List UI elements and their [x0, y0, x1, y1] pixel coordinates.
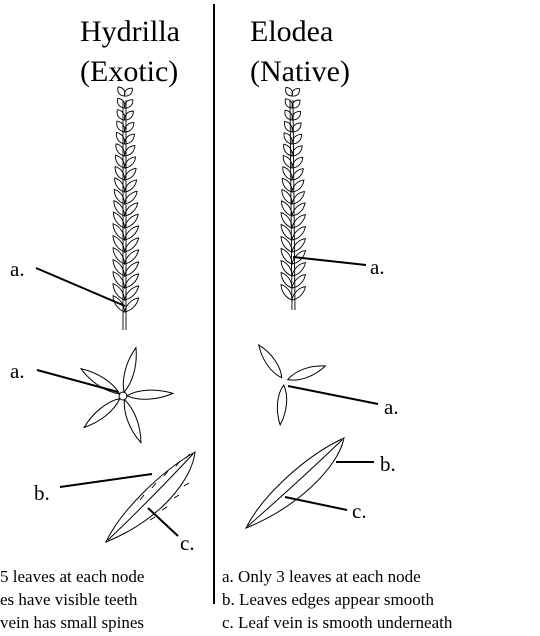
hydrilla-stem-pointer: [36, 268, 125, 306]
hydrilla-whorl-drawing: [79, 347, 174, 445]
hydrilla-title-name: Hydrilla: [80, 14, 180, 50]
elodea-whorl-label: a.: [384, 396, 399, 418]
elodea-leaf-vein-label: c.: [352, 500, 367, 522]
elodea-caption-b: b. Leaves edges appear smooth: [222, 589, 434, 610]
elodea-title-name: Elodea: [250, 14, 333, 50]
elodea-caption-c: c. Leaf vein is smooth underneath: [222, 612, 452, 633]
hydrilla-leaf-drawing: [106, 452, 195, 542]
elodea-whorl-drawing: [255, 342, 327, 425]
elodea-leaf-drawing: [246, 438, 344, 528]
elodea-whorl-pointer: [288, 386, 378, 404]
elodea-title-status: (Native): [250, 54, 350, 90]
elodea-stem-label: a.: [370, 256, 385, 278]
hydrilla-title-status: (Exotic): [80, 54, 178, 90]
elodea-stem-pointer: [293, 257, 366, 265]
hydrilla-stem-label: a.: [10, 258, 25, 280]
hydrilla-whorl-label: a.: [10, 360, 25, 382]
elodea-leaf-edge-label: b.: [380, 453, 396, 475]
hydrilla-caption-a: 5 leaves at each node: [0, 566, 144, 587]
elodea-caption-a: a. Only 3 leaves at each node: [222, 566, 421, 587]
elodea-plant-drawing: [279, 86, 308, 310]
hydrilla-caption-c: vein has small spines: [0, 612, 144, 633]
hydrilla-leaf-vein-pointer: [148, 508, 178, 536]
hydrilla-plant-drawing: [111, 85, 141, 330]
hydrilla-leaf-vein-label: c.: [180, 532, 195, 554]
hydrilla-leaf-edge-pointer: [60, 474, 152, 487]
hydrilla-leaf-edge-label: b.: [34, 482, 50, 504]
hydrilla-caption-b: es have visible teeth: [0, 589, 137, 610]
elodea-leaf-vein-pointer: [285, 497, 347, 510]
hydrilla-whorl-pointer: [37, 370, 118, 392]
